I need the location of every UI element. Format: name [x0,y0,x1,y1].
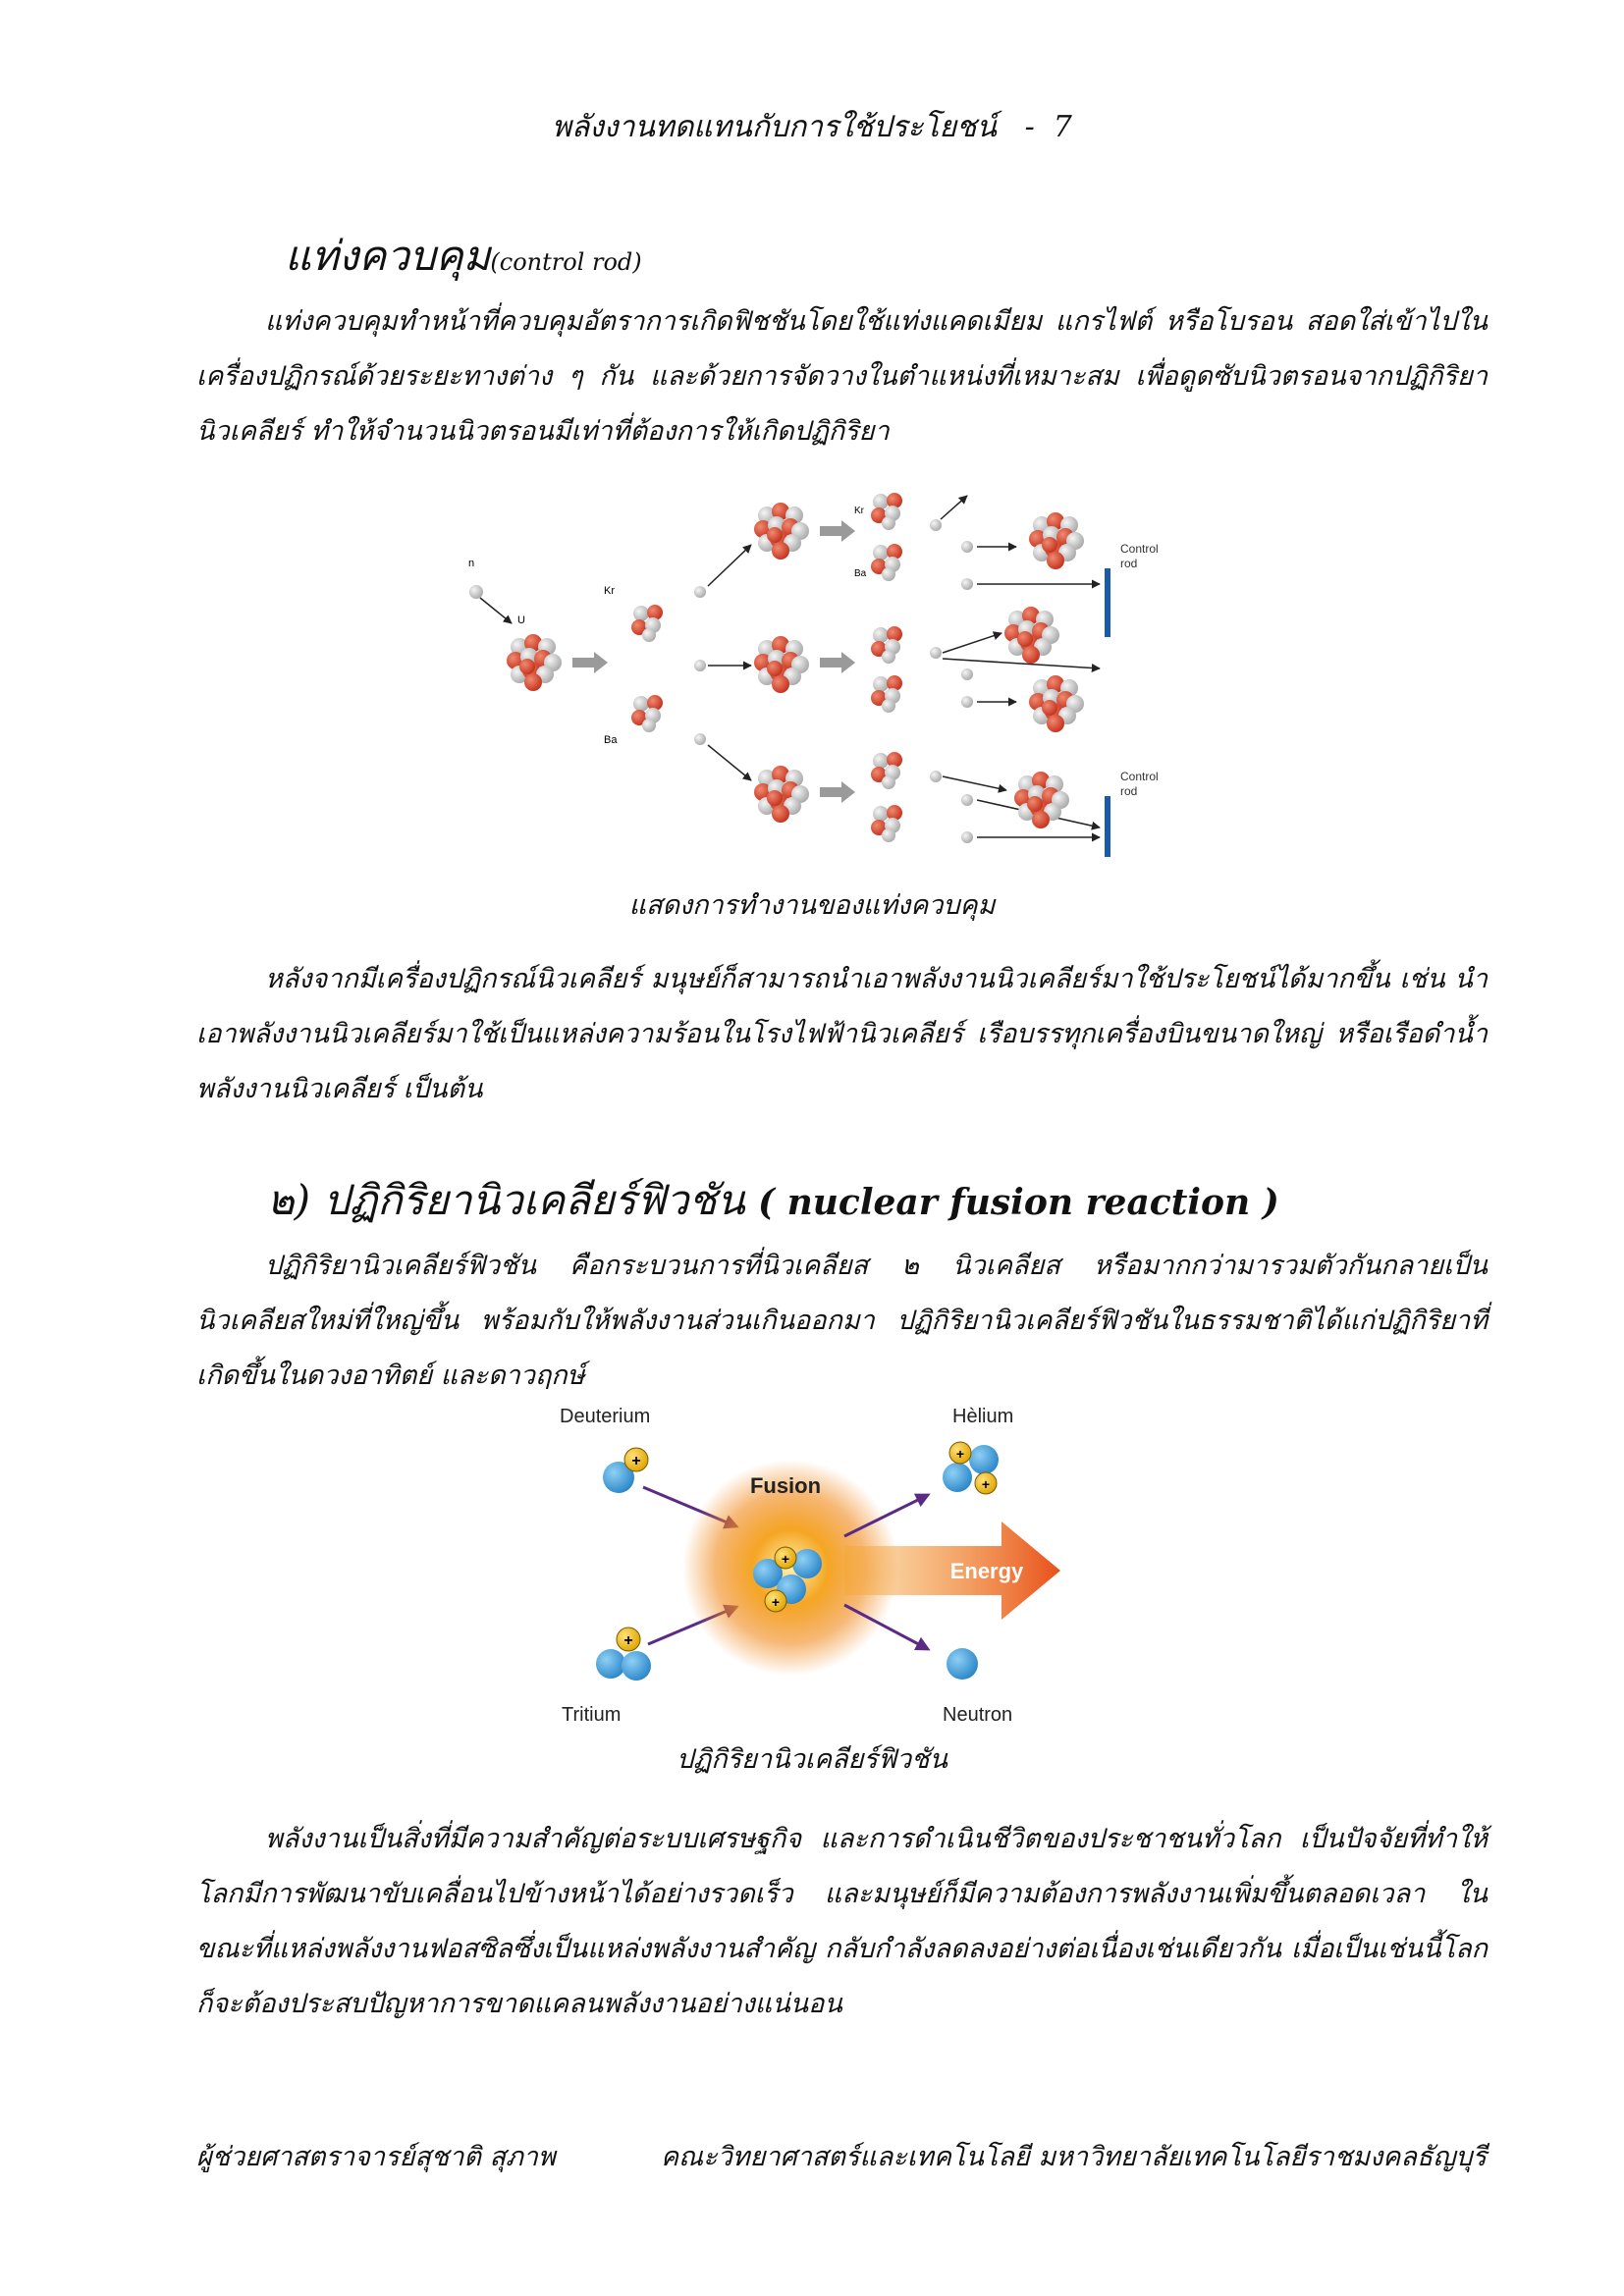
heading-english: (control rod) [490,248,642,276]
control-rod-label-1b: rod [1120,557,1137,570]
figure-caption-fusion: ปฏิกิริยานิวเคลียร์ฟิวชัน [677,1744,947,1775]
section-heading-fusion: ๒) ปฏิกิริยานิวเคลียร์ฟิวชัน ( nuclear f… [267,1168,1279,1233]
neutron-label-fusion: Neutron [943,1704,1012,1726]
tritium-label: Tritium [562,1704,621,1726]
footer-institution: คณะวิทยาศาสตร์และเทคโนโลยี มหาวิทยาลัยเท… [661,2142,1487,2172]
fusion-diagram: Deuterium Hèlium Tritium Neutron + + Fus… [560,1406,1060,1726]
plus-icon: + [956,1446,964,1462]
ba141-fragment [631,695,663,732]
paragraph-reactor-uses: หลังจากมีเครื่องปฏิกรณ์นิวเคลียร์ มนุษย์… [196,964,1488,1104]
helium-label: Hèlium [952,1406,1013,1427]
paragraph-control-rod: แท่งควบคุมทำหน้าที่ควบคุมอัตราการเกิดฟิช… [196,306,1488,447]
u235-nucleus-2a [754,503,809,560]
page-number: 7 [1053,110,1072,144]
heading-text: แท่งควบคุม [285,232,491,280]
section-heading-control-rod: แท่งควบคุม(control rod) [285,224,642,289]
neutron-label: n [468,558,474,569]
control-rod-label-2: Control [1120,770,1159,783]
neutron [469,585,483,599]
paragraph-closing: พลังงานเป็นสิ่งที่มีความสำคัญต่อระบบเศรษ… [196,1824,1488,2019]
ba141-label-2: Ba [854,568,867,579]
kr92-label: Kr [604,585,615,597]
deuterium-label: Deuterium [560,1406,650,1427]
plus-icon: + [623,1632,632,1649]
u235-nucleus-2c [754,766,809,823]
header-separator: - [1024,110,1035,144]
heading-text: ๒) ปฏิกิริยานิวเคลียร์ฟิวชัน [267,1176,745,1224]
figure-caption-control-rod: แสดงการทำงานของแท่งควบคุม [628,890,996,921]
deuterium-neutron [603,1462,634,1493]
u235-nucleus [507,634,562,691]
kr92-fragment [631,605,663,642]
footer-author: ผู้ช่วยศาสตราจารย์สุชาติ สุภาพ [196,2142,556,2172]
control-rod-1 [1105,568,1110,637]
energy-label: Energy [950,1559,1024,1583]
control-rod-diagram: n U Kr Ba Kr Ba Control rod Control r [468,493,1159,857]
control-rod-2 [1105,796,1110,857]
control-rod-label-1: Control [1120,542,1159,556]
control-rod-label-2b: rod [1120,784,1137,798]
kr92-label-2: Kr [854,506,865,516]
plus-icon: + [772,1594,780,1610]
u235-label: U [517,614,525,626]
fusion-neutron [947,1648,978,1680]
energy-arrow [844,1522,1060,1620]
process-arrow [572,652,608,673]
header-title: พลังงานทดแทนกับการใช้ประโยชน์ [552,110,997,144]
plus-icon: + [782,1551,789,1567]
paragraph-fusion: ปฏิกิริยานิวเคลียร์ฟิวชัน คือกระบวนการที… [196,1251,1488,1391]
deuterium-proton [623,1447,649,1472]
ba141-label: Ba [604,734,618,746]
u235-nucleus-2b [754,636,809,693]
fusion-label: Fusion [750,1473,821,1498]
plus-icon: + [982,1476,990,1492]
plus-icon: + [631,1453,640,1469]
page-header: พลังงานทดแทนกับการใช้ประโยชน์ - 7 [0,104,1624,150]
heading-english: ( nuclear fusion reaction ) [758,1182,1279,1223]
